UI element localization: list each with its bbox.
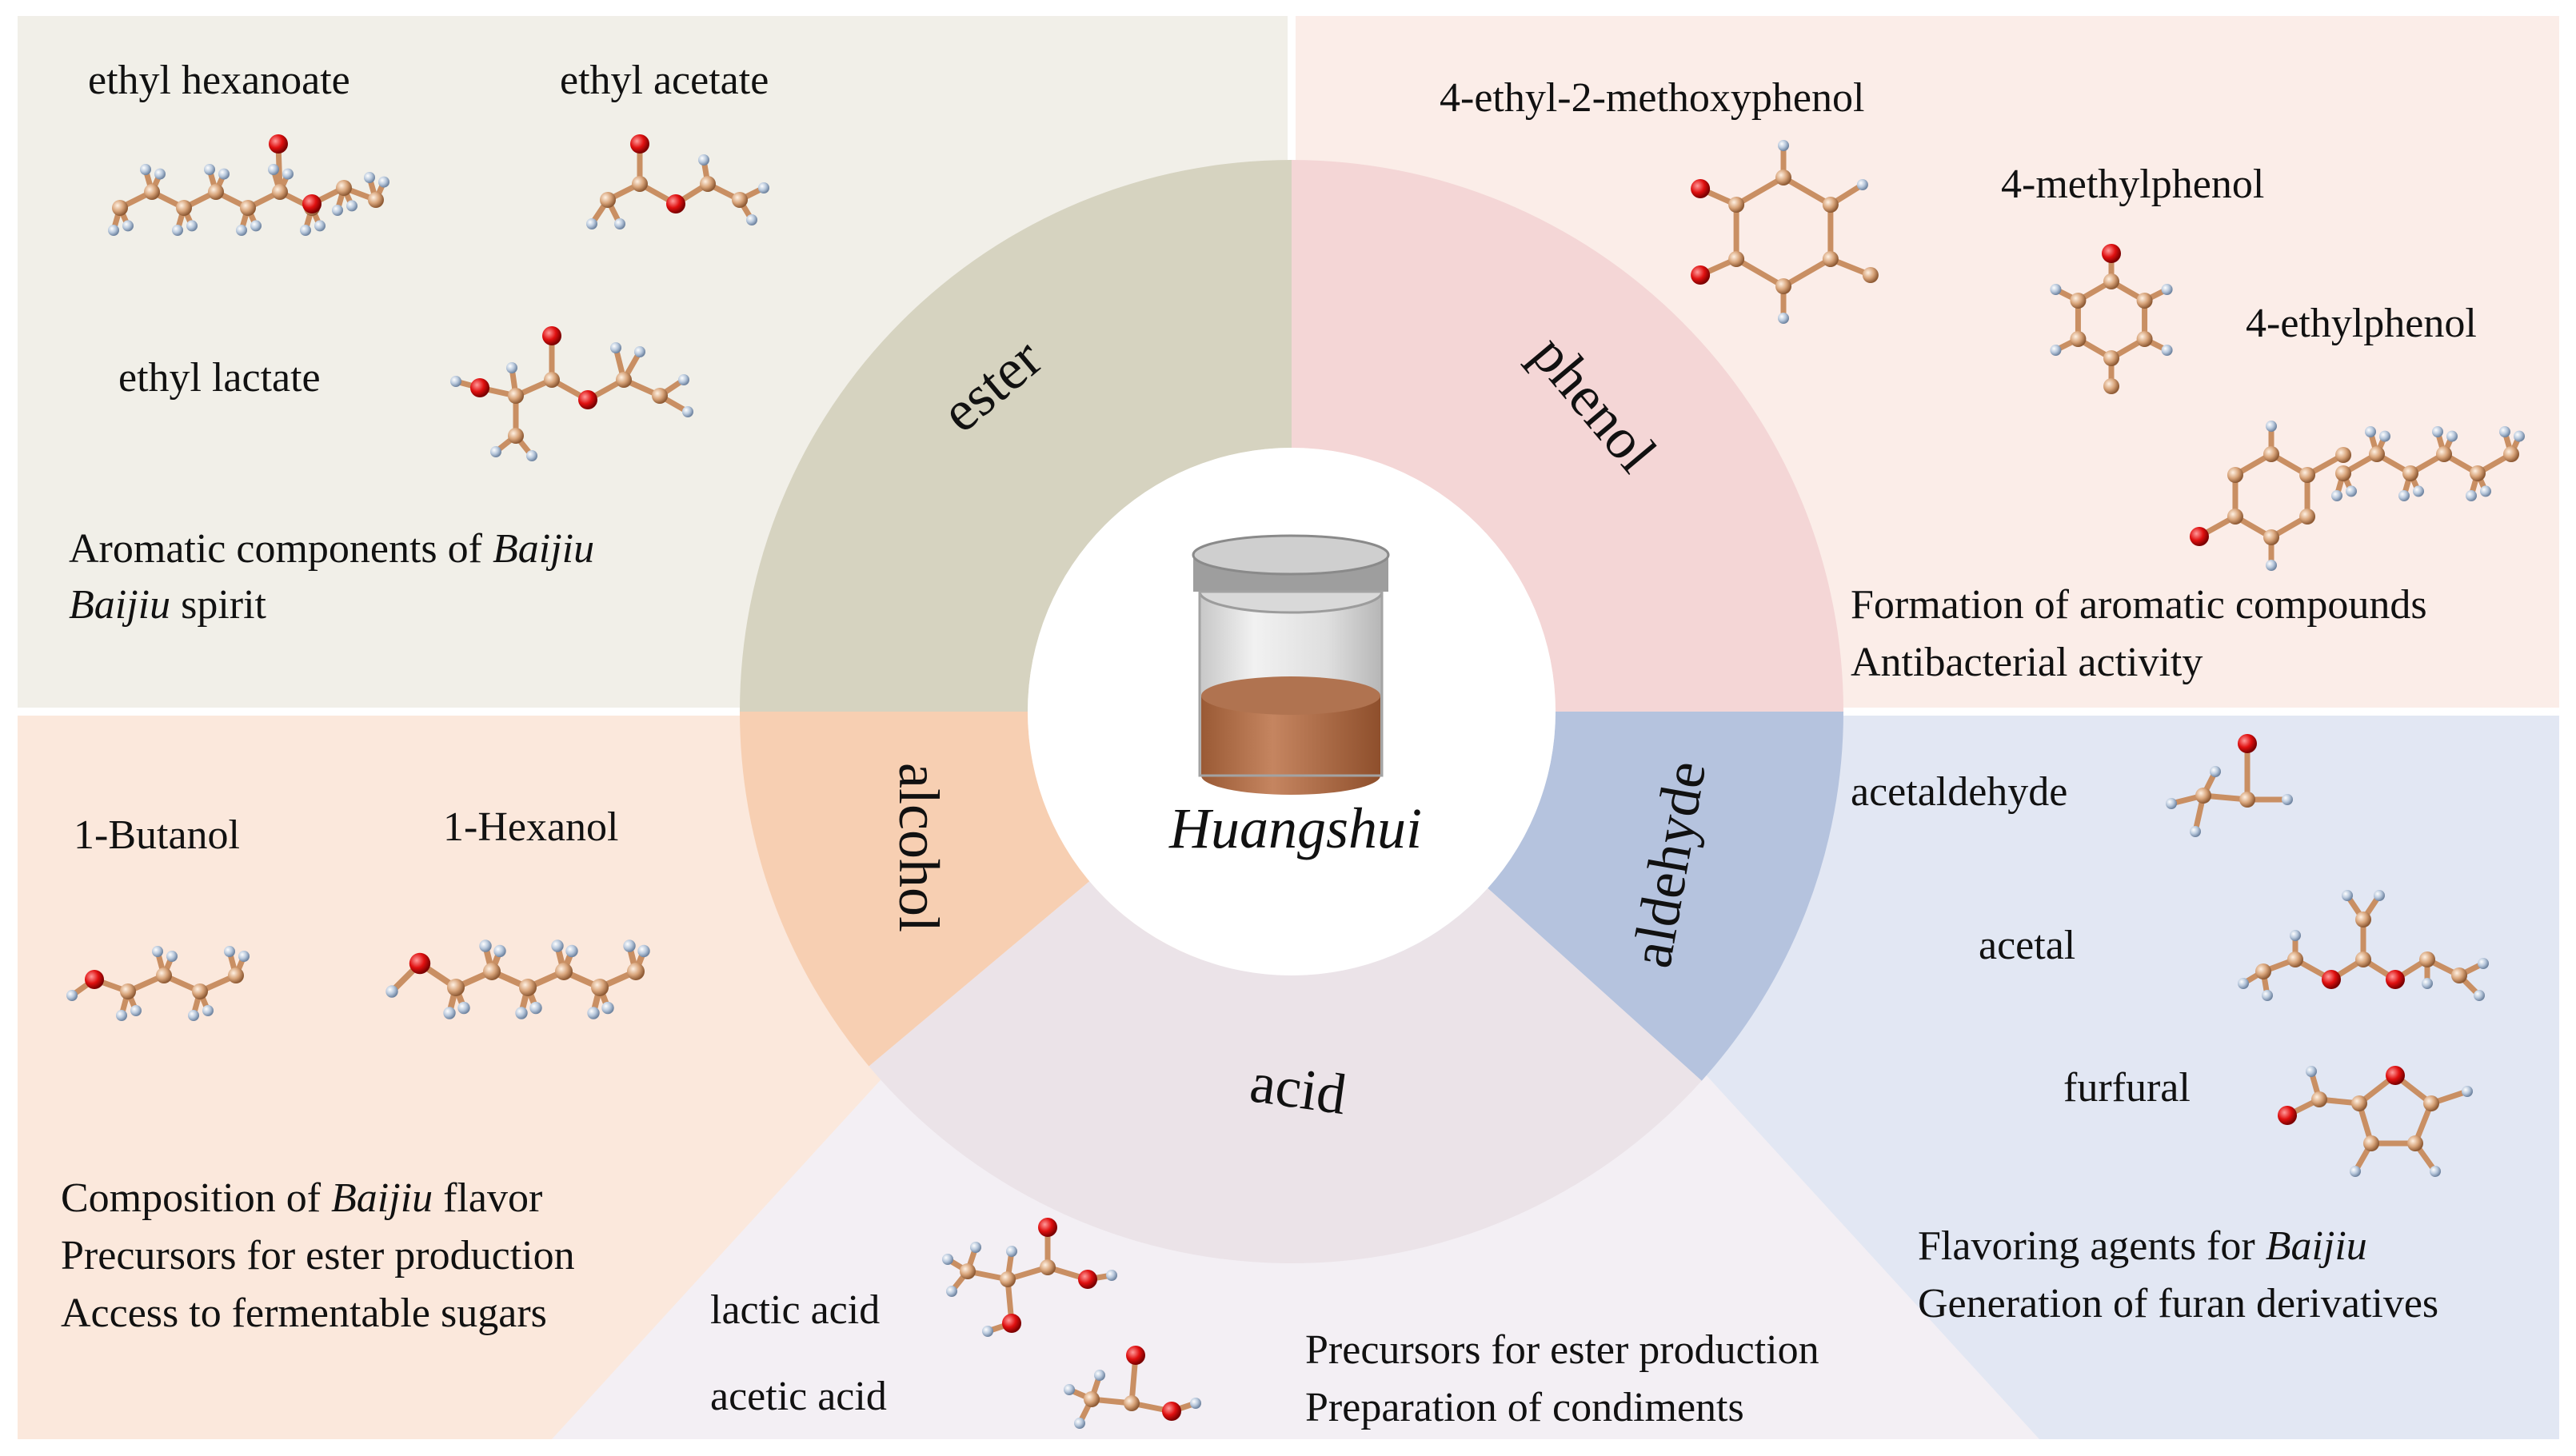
molecule-lactic-acid [942,1218,1117,1337]
compound-lactic-acid: lactic acid [710,1287,881,1333]
molecule-4-ethylphenol [2189,421,2352,571]
compound-ethyl-lactate: ethyl lactate [118,355,321,401]
compound-4-ethyl-2-methoxyphenol: 4-ethyl-2-methoxyphenol [1440,75,1865,121]
alcohol-note-3: Access to fermentable sugars [61,1290,547,1336]
jar-icon [1192,534,1390,795]
alcohol-note-2: Precursors for ester production [61,1233,575,1278]
molecule-ethyl-hexanoate [108,134,389,236]
ester-note-line1: Aromatic components of Baijiu [69,526,595,572]
molecule-4-ethylphenol-chain [2331,426,2525,501]
acid-note-1: Precursors for ester production [1305,1327,1819,1373]
molecule-4-ethyl-2-methoxyphenol [1691,140,1879,324]
phenol-note-2: Antibacterial activity [1851,640,2203,685]
molecule-acetic-acid [1064,1346,1201,1429]
molecule-acetal [2238,890,2489,1001]
center-title: Huangshui [1168,796,1423,860]
sector-alcohol [740,712,1090,1067]
molecule-ethyl-acetate [586,134,769,229]
sector-ester [740,160,1292,712]
phenol-note-1: Formation of aromatic compounds [1851,582,2427,628]
compound-furfural: furfural [2063,1065,2191,1111]
compound-acetic-acid: acetic acid [710,1374,887,1419]
compound-ethyl-hexanoate: ethyl hexanoate [88,58,350,103]
compound-ethyl-acetate: ethyl acetate [560,58,769,103]
compound-1-butanol: 1-Butanol [74,812,240,858]
molecule-furfural [2278,1066,2473,1177]
aldehyde-note-1: Flavoring agents for Baijiu [1918,1223,2367,1269]
molecule-acetaldehyde [2166,734,2293,837]
sector-aldehyde [1488,712,1843,1081]
ester-note-line2: Baijiu spirit [69,582,267,628]
compound-1-hexanol: 1-Hexanol [443,804,619,850]
sector-label-acid: acid [1246,1050,1350,1127]
molecule-1-hexanol [385,939,650,1019]
sector-label-alcohol: alcohol [887,763,951,932]
molecule-1-butanol [66,946,250,1021]
compound-4-ethylphenol: 4-ethylphenol [2246,301,2477,346]
sector-acid [869,881,1702,1264]
aldehyde-note-2: Generation of furan derivatives [1918,1281,2439,1326]
molecule-ethyl-lactate [450,326,693,461]
alcohol-note-1: Composition of Baijiu flavor [61,1175,543,1221]
sector-phenol [1292,160,1843,712]
molecule-4-methylphenol [2050,244,2173,394]
acid-note-2: Preparation of condiments [1305,1385,1744,1430]
ring [740,160,1843,1264]
molecule-models [66,134,2525,1429]
compound-acetaldehyde: acetaldehyde [1851,769,2068,815]
compound-acetal: acetal [1979,923,2076,968]
compound-4-methylphenol: 4-methylphenol [2001,162,2265,207]
